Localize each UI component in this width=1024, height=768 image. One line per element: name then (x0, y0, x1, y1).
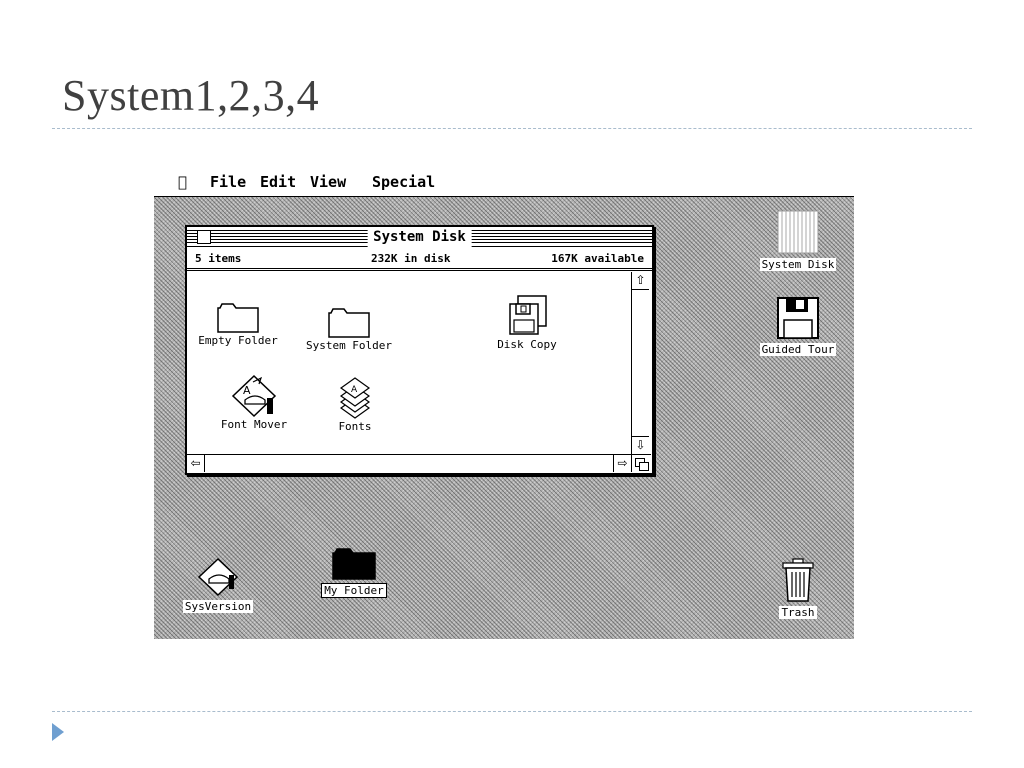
icon-label: Disk Copy (497, 338, 557, 351)
hard-disk-icon (777, 210, 819, 254)
footer-divider (52, 711, 972, 712)
disk-used: 232K in disk (371, 252, 451, 265)
disk-copy-icon (509, 295, 547, 335)
window-content: Empty Folder System Folder Disk Copy (187, 272, 631, 454)
menu-bar:  File Edit View Special (154, 169, 854, 197)
disk-copy-item[interactable]: Disk Copy (489, 294, 565, 351)
font-mover-item[interactable]: A Font Mover (209, 374, 299, 431)
icon-label: System Folder (305, 339, 393, 352)
icon-label: Empty Folder (198, 334, 278, 347)
fonts-item[interactable]: A Fonts (333, 376, 377, 433)
guided-tour-desktop-icon[interactable]: Guided Tour (756, 296, 840, 358)
desktop-icon-label[interactable]: My Folder (321, 583, 387, 598)
desktop-icon-label: SysVersion (182, 600, 254, 613)
close-box-icon[interactable] (197, 230, 211, 244)
disk-available: 167K available (551, 252, 644, 265)
horizontal-scrollbar[interactable]: ⇦ ⇨ (187, 454, 631, 472)
apple-menu-icon[interactable]:  (178, 173, 187, 191)
svg-text:A: A (351, 385, 358, 395)
window-info-bar: 5 items 232K in disk 167K available (187, 248, 652, 271)
font-mover-icon: A (231, 374, 277, 418)
menu-view[interactable]: View (310, 173, 347, 191)
scroll-left-arrow-icon[interactable]: ⇦ (187, 455, 205, 472)
window-title-bar[interactable]: System Disk (187, 227, 652, 247)
finder-window[interactable]: System Disk 5 items 232K in disk 167K av… (185, 225, 654, 475)
folder-icon (328, 308, 370, 338)
sysversion-desktop-icon[interactable]: SysVersion (176, 557, 260, 615)
empty-folder-item[interactable]: Empty Folder (197, 300, 279, 347)
menu-file[interactable]: File (210, 173, 247, 191)
svg-text:A: A (243, 384, 251, 397)
menu-special[interactable]: Special (372, 173, 436, 191)
icon-label: Fonts (338, 420, 372, 433)
sysversion-icon (197, 557, 239, 597)
scroll-up-arrow-icon[interactable]: ⇧ (632, 272, 649, 290)
desktop-icon-label: Trash (779, 606, 817, 619)
slide-title: System1,2,3,4 (62, 71, 320, 120)
window-title: System Disk (367, 227, 472, 247)
trash-desktop-icon[interactable]: Trash (762, 557, 834, 621)
fonts-icon: A (339, 377, 371, 419)
mac-screen:  File Edit View Special System Disk 5 i… (154, 169, 854, 639)
trash-icon (782, 558, 814, 602)
floppy-disk-icon (777, 297, 819, 339)
vertical-scrollbar[interactable]: ⇧ ⇩ (631, 272, 651, 454)
items-count: 5 items (195, 252, 242, 265)
scroll-right-arrow-icon[interactable]: ⇨ (613, 455, 631, 472)
folder-icon (217, 303, 259, 333)
scroll-down-arrow-icon[interactable]: ⇩ (632, 436, 649, 454)
grow-box-icon[interactable] (631, 454, 651, 472)
bullet-arrow-icon (52, 723, 64, 741)
desktop-icon-label: Guided Tour (759, 343, 837, 356)
title-divider (52, 128, 972, 129)
system-disk-desktop-icon[interactable]: System Disk (756, 209, 840, 273)
desktop-icon-label: System Disk (759, 258, 837, 271)
menu-edit[interactable]: Edit (260, 173, 297, 191)
system-folder-item[interactable]: System Folder (301, 305, 397, 352)
folder-icon (332, 548, 376, 580)
my-folder-desktop-icon[interactable]: My Folder (312, 545, 396, 599)
icon-label: Font Mover (220, 418, 288, 431)
